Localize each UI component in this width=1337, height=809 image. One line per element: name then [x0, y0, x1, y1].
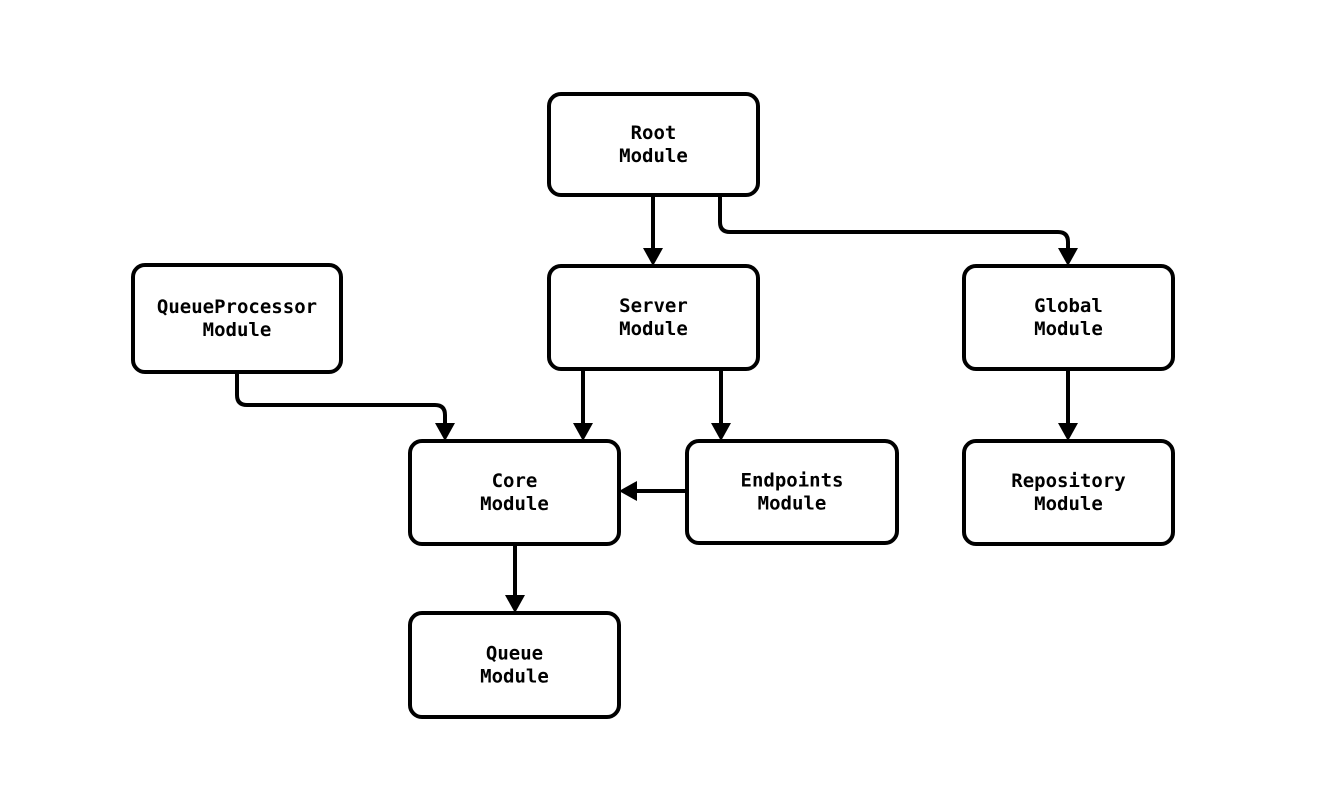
- node-label-line1: Root: [631, 122, 677, 144]
- node-box[interactable]: [547, 264, 760, 371]
- edge-line: [235, 372, 447, 423]
- node-box[interactable]: [962, 264, 1175, 371]
- node-label-line2: Module: [1034, 318, 1103, 340]
- node-label-line1: Repository: [1011, 470, 1125, 492]
- arrowhead-icon: [1058, 423, 1078, 441]
- arrowhead-icon: [619, 481, 637, 501]
- node-label-line2: Module: [480, 493, 549, 515]
- node-label-line1: Server: [619, 295, 688, 317]
- arrowhead-icon: [505, 595, 525, 613]
- edge-server-to-endpoints: [711, 369, 731, 441]
- edge-root-to-global: [718, 195, 1078, 266]
- edge-endpoints-to-core: [619, 481, 687, 501]
- node-box[interactable]: [962, 439, 1175, 546]
- edge-queueprocessor-to-core: [235, 372, 455, 441]
- node-label-line1: Global: [1034, 295, 1103, 317]
- edges-layer: [235, 195, 1078, 613]
- edge-core-to-queue: [505, 544, 525, 613]
- arrowhead-icon: [573, 423, 593, 441]
- node-box[interactable]: [685, 439, 899, 545]
- node-label-line1: Queue: [486, 643, 543, 665]
- arrowhead-icon: [711, 423, 731, 441]
- edge-line: [718, 195, 1070, 248]
- node-label-line1: Core: [492, 470, 538, 492]
- node-label-line2: Module: [203, 319, 272, 341]
- arrowhead-icon: [1058, 248, 1078, 266]
- edge-server-to-core: [573, 369, 593, 441]
- edge-global-to-repository: [1058, 369, 1078, 441]
- node-label-line2: Module: [480, 666, 549, 688]
- node-label-line2: Module: [619, 318, 688, 340]
- node-box[interactable]: [131, 263, 343, 374]
- node-box[interactable]: [408, 611, 621, 719]
- edge-root-to-server: [643, 195, 663, 266]
- node-label-line1: QueueProcessor: [157, 296, 317, 318]
- node-label-line2: Module: [619, 145, 688, 167]
- node-box[interactable]: [547, 92, 760, 197]
- node-box[interactable]: [408, 439, 621, 546]
- arrowhead-icon: [435, 423, 455, 441]
- arrowhead-icon: [643, 248, 663, 266]
- node-label-line2: Module: [758, 493, 827, 515]
- nodes-layer: RootModuleQueueProcessorModuleServerModu…: [131, 92, 1175, 719]
- node-label-line2: Module: [1034, 493, 1103, 515]
- node-label-line1: Endpoints: [741, 470, 844, 492]
